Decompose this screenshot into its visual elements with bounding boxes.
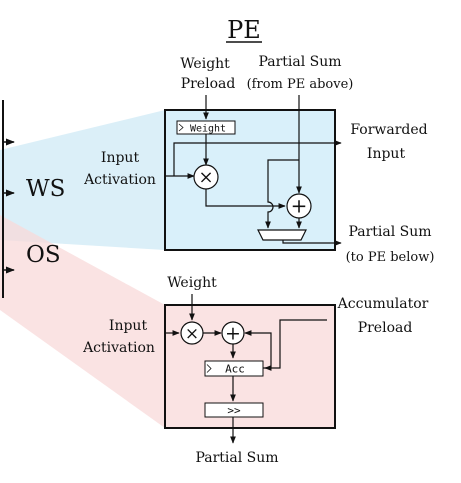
- ws-cone: [0, 110, 165, 250]
- partial-sum-out-line2: (to PE below): [346, 250, 435, 265]
- os-partial-sum-label: Partial Sum: [195, 450, 278, 466]
- ws-multiply-symbol: ×: [198, 167, 213, 188]
- accumulator-preload-line1: Accumulator: [337, 296, 429, 312]
- os-add-symbol: +: [225, 323, 241, 345]
- mult-to-adder: [205, 189, 286, 209]
- partial-sum-bypass: [265, 159, 299, 229]
- os-input-activation-line1: Input: [109, 318, 148, 334]
- ws-input-activation-line2: Activation: [83, 172, 156, 188]
- weight-preload-line1: Weight: [180, 56, 230, 72]
- partial-sum-out-line1: Partial Sum: [348, 224, 431, 240]
- ws-forward-path: [173, 140, 342, 176]
- os-multiply-symbol: ×: [185, 324, 199, 344]
- os-input-activation-line2: Activation: [82, 340, 155, 356]
- weight-register-label: Weight: [190, 124, 226, 135]
- shift-label: >>: [227, 404, 241, 417]
- os-label: OS: [26, 242, 61, 268]
- forwarded-input-line2: Input: [367, 146, 406, 162]
- weight-preload-line2: Preload: [181, 76, 236, 92]
- ws-mux: [257, 229, 307, 241]
- accumulator-preload-arrow: [264, 319, 327, 371]
- ws-label: WS: [26, 176, 65, 202]
- ws-add-symbol: +: [291, 194, 308, 218]
- mux-to-output: [282, 240, 342, 246]
- partial-sum-in-line2: (from PE above): [247, 77, 354, 92]
- accumulator-preload-line2: Preload: [358, 320, 413, 336]
- acc-register-label: Acc: [225, 363, 245, 376]
- os-cone: [0, 215, 165, 428]
- ws-input-activation-line1: Input: [101, 150, 140, 166]
- os-weight-label: Weight: [167, 275, 217, 291]
- acc-register-clock: [206, 364, 212, 373]
- forwarded-input-line1: Forwarded: [350, 122, 427, 138]
- weight-register-clock: [178, 123, 184, 132]
- partial-sum-in-line1: Partial Sum: [258, 54, 341, 70]
- shift-box: [204, 402, 264, 418]
- title: PE: [227, 16, 261, 44]
